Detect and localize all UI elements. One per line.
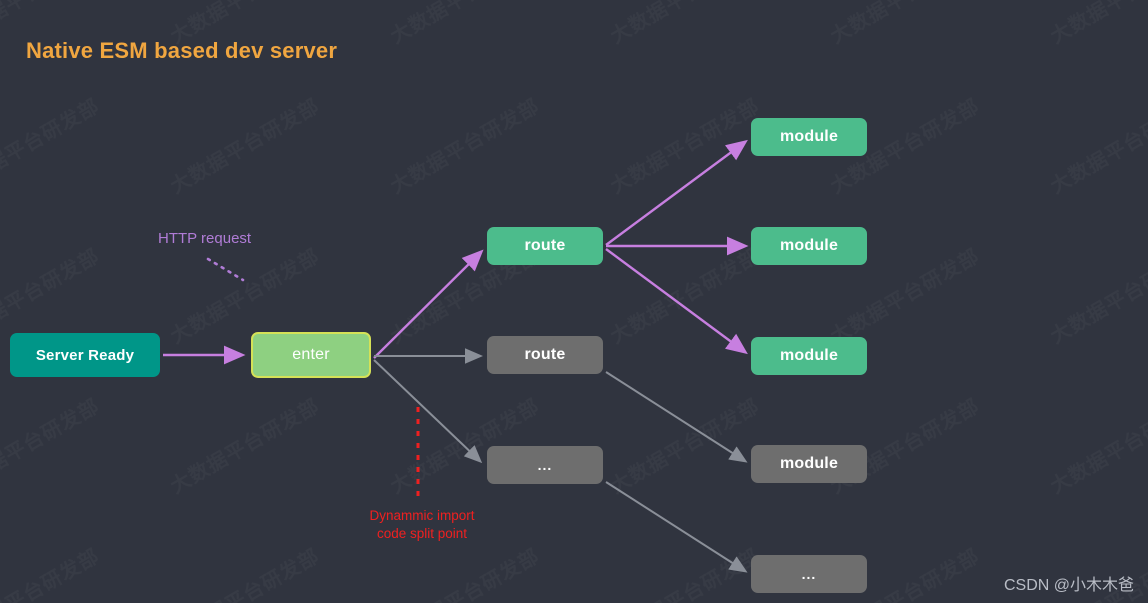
http-request-label: HTTP request (158, 230, 252, 247)
node-route-active: route (487, 227, 603, 265)
node-label: ... (801, 566, 817, 582)
node-label: module (779, 128, 839, 145)
node-label: route (524, 237, 566, 254)
dynamic-import-label: Dynammic import code split point (352, 507, 492, 543)
node-label: ... (537, 457, 553, 473)
node-module-3: module (751, 337, 867, 375)
edge-route-idle-to-module-4 (605, 371, 748, 463)
node-dots-left: ... (487, 446, 603, 484)
node-label: module (779, 237, 839, 254)
node-label: module (779, 347, 839, 364)
edge-enter-to-route-active (373, 249, 484, 359)
page-title: Native ESM based dev server (26, 38, 338, 63)
dynamic-import-label-line2: code split point (376, 526, 468, 541)
node-label: route (524, 346, 566, 363)
node-enter: enter (251, 332, 371, 378)
csdn-watermark: CSDN @小木木爸 (1003, 577, 1134, 594)
node-label: Server Ready (35, 346, 135, 364)
node-label: module (779, 455, 839, 472)
node-module-2: module (751, 227, 867, 265)
http-request-dotted-connector (206, 257, 245, 282)
edge-route-to-module-1 (605, 139, 748, 246)
edge-dots-left-to-dots-right (605, 481, 748, 573)
edge-enter-to-dots-left (373, 359, 483, 464)
node-dots-right: ... (751, 555, 867, 593)
edge-route-to-module-3 (605, 248, 748, 355)
dynamic-import-label-line1: Dynammic import (369, 508, 475, 523)
node-module-1: module (751, 118, 867, 156)
node-route-idle: route (487, 336, 603, 374)
node-module-4: module (751, 445, 867, 483)
node-server-ready: Server Ready (10, 333, 160, 377)
node-label: enter (292, 346, 330, 363)
